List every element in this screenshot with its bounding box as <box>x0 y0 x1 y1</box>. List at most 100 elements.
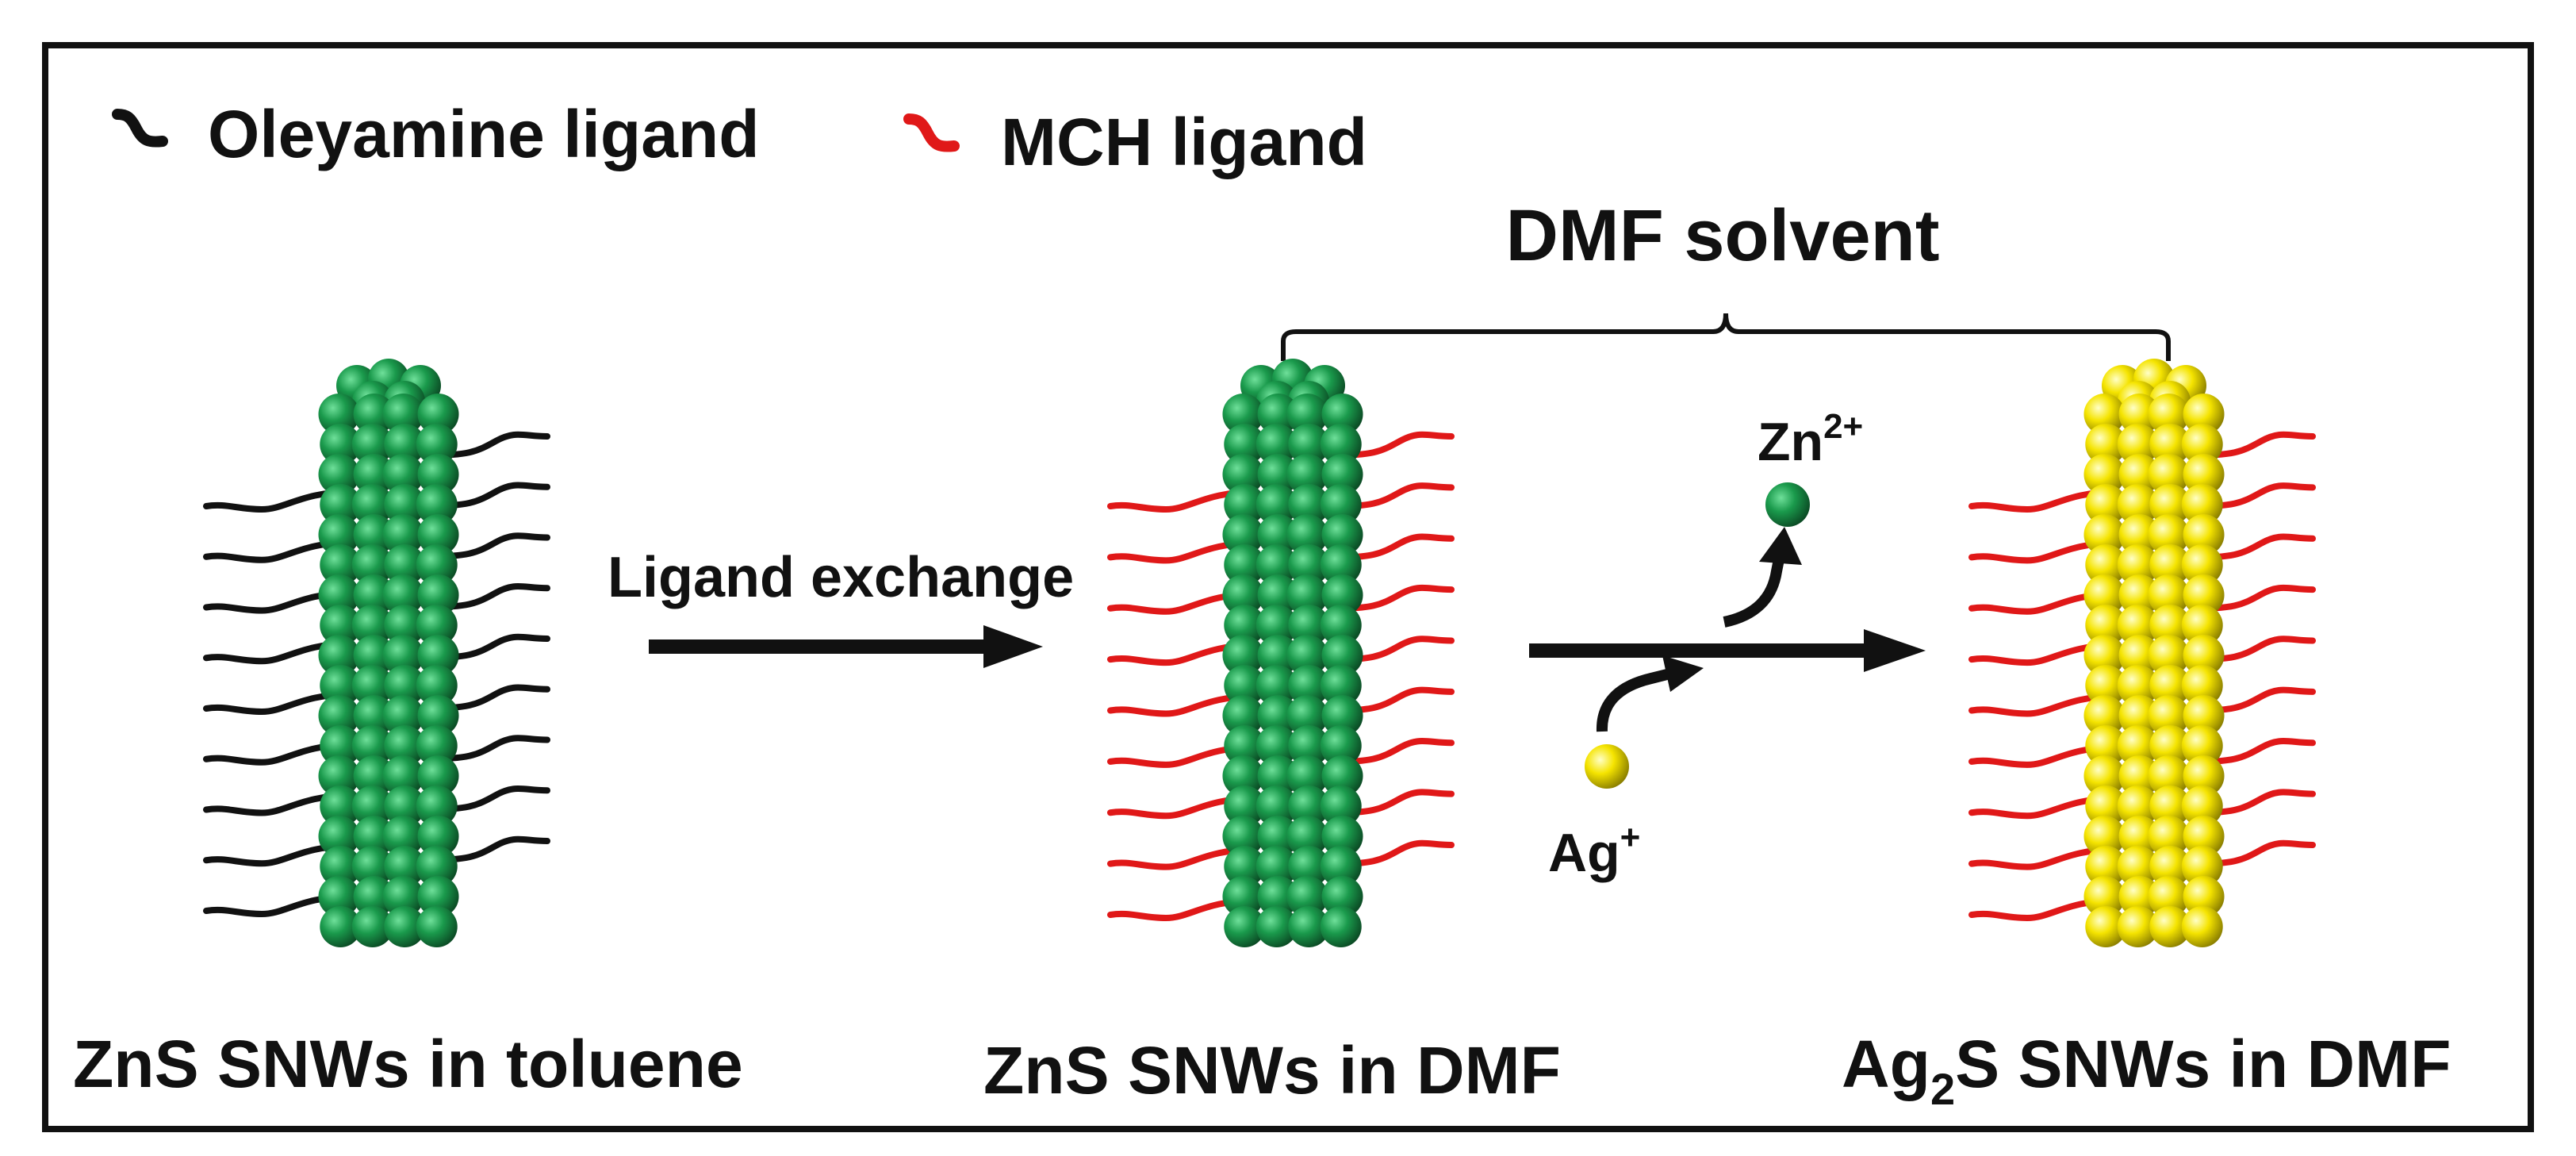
atom-sphere <box>416 846 458 887</box>
atom-sphere <box>417 816 459 857</box>
cation-exchange-arrow: Zn2+ Ag+ <box>1529 407 1926 883</box>
atom-sphere <box>2117 484 2159 525</box>
atom-sphere <box>1255 846 1298 887</box>
nanowire-zns-toluene <box>203 359 550 947</box>
atom-sphere <box>2149 906 2191 947</box>
atom-sphere <box>353 816 395 857</box>
atom-sphere <box>1288 846 1330 887</box>
atom-sphere <box>382 635 424 676</box>
atom-sphere <box>2183 755 2225 797</box>
atom-sphere <box>1286 755 1328 797</box>
atom-sphere <box>1320 605 1362 646</box>
atom-sphere <box>1255 605 1298 646</box>
atom-sphere <box>1320 725 1362 766</box>
atom-sphere <box>1255 484 1298 525</box>
atom-sphere <box>416 544 458 586</box>
ligand-chain <box>2189 584 2316 613</box>
atom-sphere <box>2117 605 2159 646</box>
atom-sphere <box>2085 605 2127 646</box>
atom-sphere <box>1288 906 1330 947</box>
caption-ag2s-sub: 2 <box>1930 1064 1955 1114</box>
atom-sphere <box>417 876 459 917</box>
atom-sphere <box>2117 544 2159 586</box>
caption-ag2s-dmf: Ag2S SNWs in DMF <box>1842 1027 2451 1114</box>
atom-sphere <box>353 514 395 555</box>
atom-sphere <box>2118 876 2160 917</box>
atom-sphere <box>1257 635 1299 676</box>
atom-sphere <box>1286 454 1328 495</box>
atom-sphere <box>417 755 459 797</box>
atom-sphere <box>1288 605 1330 646</box>
atom-sphere <box>2085 424 2127 465</box>
legend-mch-swatch <box>903 113 960 152</box>
atom-sphere <box>1224 544 1266 586</box>
ligand-exchange-label: Ligand exchange <box>608 546 1074 609</box>
atom-sphere <box>1255 424 1298 465</box>
ligand-chain <box>1107 897 1258 922</box>
ligand-chain <box>203 489 354 513</box>
caption-ag2s-ag: Ag <box>1842 1027 1930 1101</box>
atom-sphere <box>384 424 426 465</box>
atom-sphere <box>384 725 426 766</box>
atom-sphere <box>1286 876 1328 917</box>
atom-sphere <box>1257 514 1299 555</box>
atom-sphere <box>416 785 458 827</box>
cation-exchange-head <box>1864 629 1926 672</box>
atom-sphere <box>1286 574 1328 616</box>
atom-sphere <box>1286 695 1328 736</box>
ligand-exchange-arrow: Ligand exchange <box>608 546 1074 668</box>
atom-sphere <box>417 514 459 555</box>
atom-sphere <box>320 424 362 465</box>
atom-sphere <box>1320 846 1362 887</box>
atom-sphere <box>416 906 458 947</box>
atom-sphere <box>351 846 393 887</box>
ligand-chain <box>1328 584 1455 613</box>
atom-sphere <box>318 454 360 495</box>
atom-sphere <box>318 876 360 917</box>
atom-sphere <box>351 725 393 766</box>
atom-sphere <box>2085 665 2127 706</box>
atom-sphere <box>1321 816 1363 857</box>
atom-sphere <box>351 544 393 586</box>
ligand-chain <box>203 691 354 716</box>
atom-sphere <box>2181 785 2223 827</box>
atom-sphere <box>382 514 424 555</box>
atom-sphere <box>2181 605 2223 646</box>
atom-sphere <box>382 454 424 495</box>
atom-sphere <box>353 695 395 736</box>
atom-sphere <box>318 394 360 435</box>
atom-sphere <box>1320 424 1362 465</box>
atom-sphere <box>1222 574 1264 616</box>
atom-sphere <box>353 454 395 495</box>
atom-sphere <box>1224 605 1266 646</box>
atom-sphere <box>1255 665 1298 706</box>
ligand-chain <box>203 792 354 816</box>
atom-sphere <box>320 605 362 646</box>
ligand-chain <box>1968 897 2119 922</box>
atom-sphere <box>2183 394 2225 435</box>
atom-sphere <box>2183 816 2225 857</box>
ligand-exchange-head <box>983 625 1043 668</box>
zn-ion-label: Zn2+ <box>1758 407 1863 472</box>
atom-sphere <box>1320 665 1362 706</box>
ligand-chain <box>203 893 354 918</box>
ligand-chain <box>1968 540 2119 564</box>
atom-sphere <box>2117 665 2159 706</box>
atom-sphere <box>2148 816 2190 857</box>
atom-sphere <box>2083 514 2126 555</box>
atom-sphere <box>1224 484 1266 525</box>
atom-sphere <box>2118 816 2160 857</box>
atom-sphere <box>2183 574 2225 616</box>
atom-sphere <box>2183 695 2225 736</box>
atom-sphere <box>1257 454 1299 495</box>
atom-sphere <box>1321 876 1363 917</box>
atom-sphere <box>2118 394 2160 435</box>
atom-sphere <box>320 725 362 766</box>
ligand-chain <box>203 741 354 766</box>
atom-sphere <box>416 665 458 706</box>
atom-sphere <box>351 785 393 827</box>
zn-ion-charge: 2+ <box>1823 407 1863 446</box>
atom-sphere <box>2148 876 2190 917</box>
atom-sphere <box>416 484 458 525</box>
